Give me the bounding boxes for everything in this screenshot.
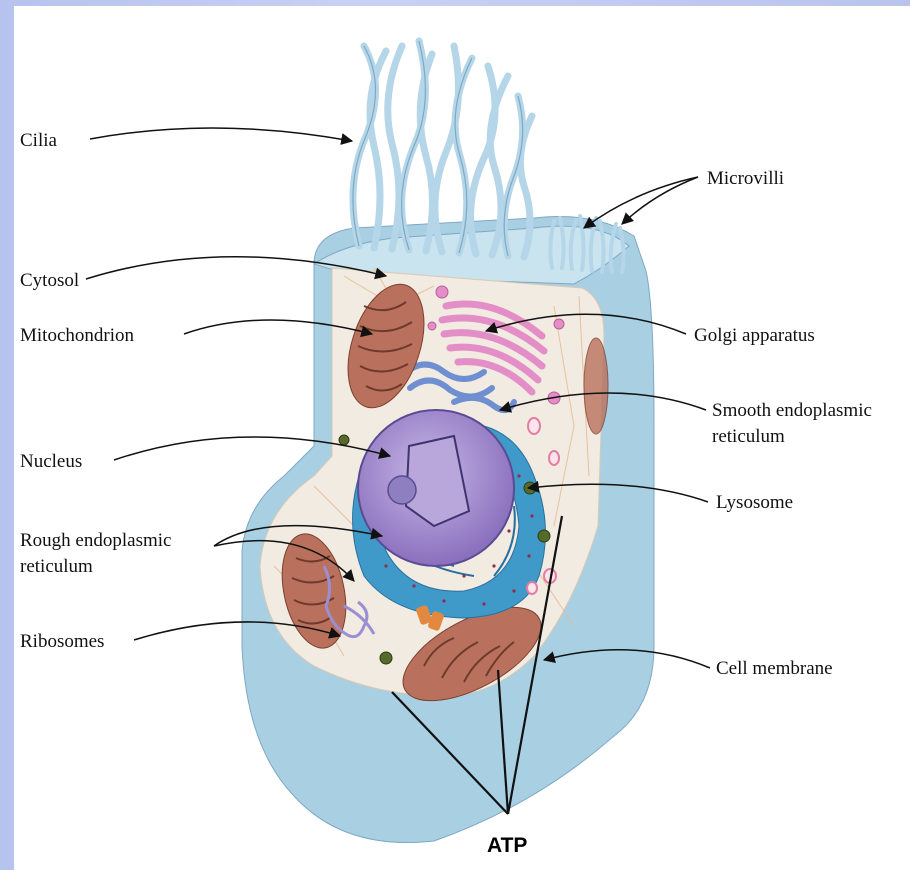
label-golgi: Golgi apparatus bbox=[694, 325, 815, 346]
leader-cilia bbox=[90, 128, 352, 141]
leader-microvilli-2 bbox=[622, 177, 698, 224]
label-atp: ATP bbox=[487, 834, 527, 857]
label-mitochondrion: Mitochondrion bbox=[20, 325, 134, 346]
nucleolus bbox=[388, 476, 416, 504]
cell-diagram: Cilia Microvilli Cytosol Mitochondrion G… bbox=[14, 6, 910, 870]
label-ribosomes: Ribosomes bbox=[20, 631, 104, 652]
label-cytosol: Cytosol bbox=[20, 270, 79, 291]
mitochondrion-right bbox=[584, 338, 608, 434]
label-microvilli: Microvilli bbox=[707, 168, 784, 189]
label-rough-er-1: Rough endoplasmic bbox=[20, 530, 171, 551]
label-lysosome: Lysosome bbox=[716, 492, 793, 513]
label-cell-membrane: Cell membrane bbox=[716, 658, 833, 679]
label-nucleus: Nucleus bbox=[20, 451, 82, 472]
label-smooth-er-2: reticulum bbox=[712, 426, 785, 447]
label-cilia: Cilia bbox=[20, 130, 58, 151]
label-rough-er-2: reticulum bbox=[20, 556, 93, 577]
label-smooth-er-1: Smooth endoplasmic bbox=[712, 400, 872, 421]
diagram-panel: Cilia Microvilli Cytosol Mitochondrion G… bbox=[14, 6, 910, 870]
nucleus bbox=[358, 410, 514, 566]
